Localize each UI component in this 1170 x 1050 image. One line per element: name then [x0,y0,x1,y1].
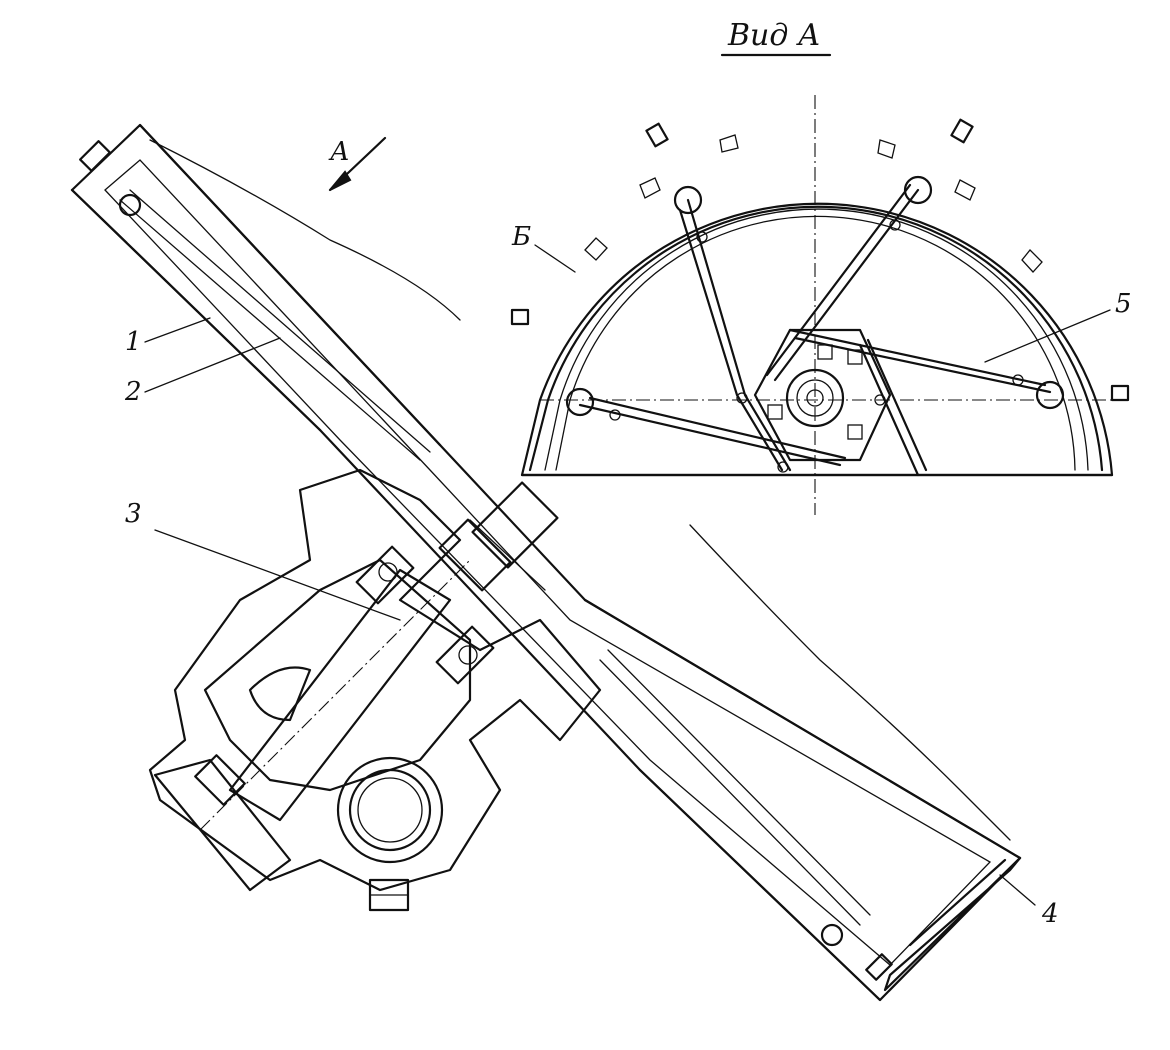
callout-b: Б [511,222,531,252]
bolt-nut [438,481,559,592]
direction-marker: А [328,136,387,192]
callout-1: 1 [125,327,142,357]
semicircle-housing [510,118,1130,477]
direction-label: А [328,137,350,167]
callout-3: 3 [125,499,142,529]
callout-2: 2 [124,377,142,407]
section-view: А 1 2 3 4 [70,123,1059,1002]
callout-5: 5 [1115,289,1132,319]
spring-arms [565,175,1065,477]
gearbox-housing [148,468,602,912]
view-a: Вид А [510,18,1132,515]
worm-gear [336,756,444,864]
view-title: Вид А [727,18,821,53]
inclined-housing [70,123,1022,1002]
callout-4: 4 [1041,899,1059,929]
